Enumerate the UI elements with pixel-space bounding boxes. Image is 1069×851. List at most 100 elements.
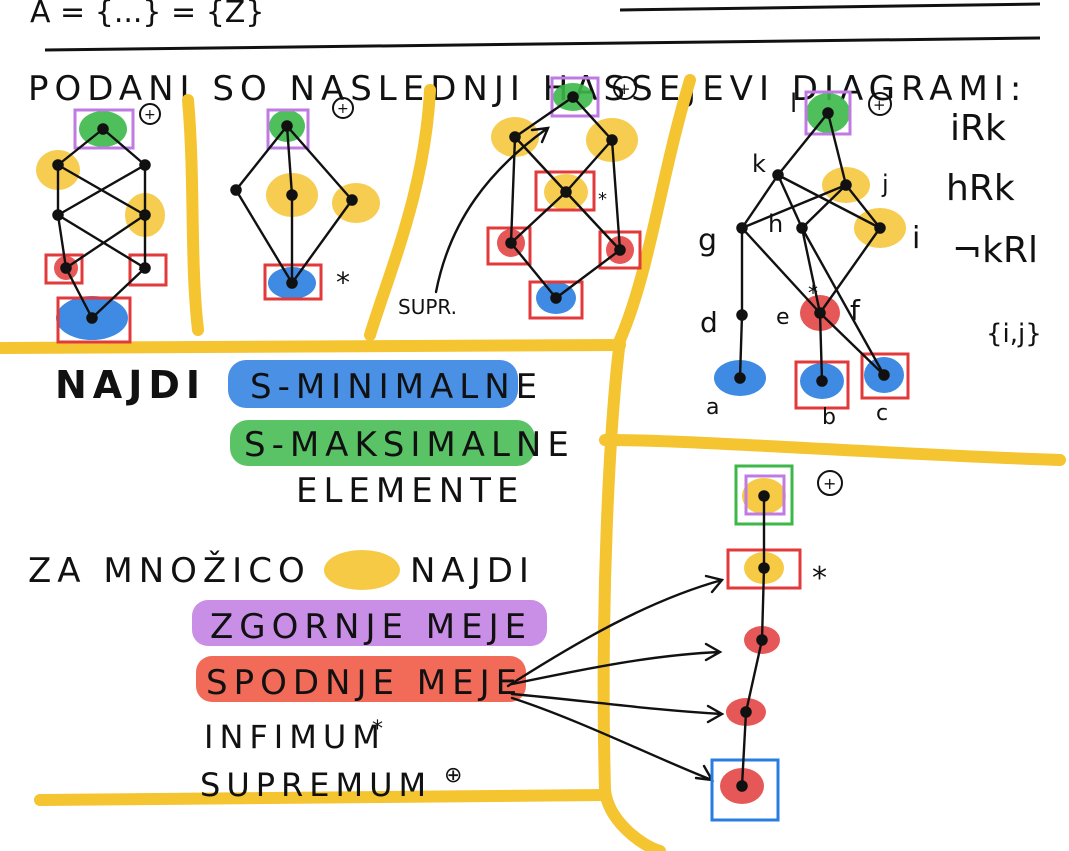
label-g: g bbox=[698, 223, 717, 258]
supr-arrow bbox=[434, 126, 550, 294]
infimum-star: * bbox=[138, 259, 148, 283]
infimum-star: * bbox=[812, 561, 827, 596]
node-c bbox=[878, 369, 890, 381]
node-k bbox=[772, 169, 784, 181]
node-b bbox=[816, 375, 828, 387]
hasse-diagram-2: + * bbox=[230, 97, 380, 301]
node bbox=[139, 159, 151, 171]
edges bbox=[56, 127, 147, 320]
infimum-star: * bbox=[598, 189, 607, 210]
node bbox=[52, 159, 64, 171]
edges bbox=[234, 124, 354, 285]
upper-bounds-text: ZGORNJE MEJE bbox=[210, 607, 532, 647]
node bbox=[86, 312, 98, 324]
node bbox=[614, 244, 626, 256]
node bbox=[230, 184, 242, 196]
divider-2 bbox=[364, 84, 436, 341]
node-a bbox=[734, 372, 746, 384]
arrow-to-bound-3 bbox=[510, 692, 725, 724]
arrow-to-bound-1 bbox=[506, 574, 725, 688]
infimum-text: INFIMUM bbox=[204, 718, 386, 756]
node-j bbox=[840, 179, 852, 191]
divider-1 bbox=[182, 94, 204, 336]
label-d: d bbox=[700, 306, 718, 339]
supremum-plus: + bbox=[823, 474, 836, 493]
divider-3 bbox=[614, 74, 696, 346]
lower-bound-box bbox=[486, 226, 532, 266]
supremum-mark bbox=[613, 76, 637, 100]
node bbox=[52, 209, 64, 221]
lower-bound-box bbox=[860, 352, 910, 400]
supremum-plus: + bbox=[873, 96, 886, 114]
maximal-text: S-MAKSIMALNE bbox=[244, 425, 575, 465]
node bbox=[756, 634, 768, 646]
legend: NAJDI S-MINIMALNE S-MAKSIMALNE ELEMENTE bbox=[55, 360, 575, 511]
node bbox=[505, 237, 517, 249]
supremum-mark bbox=[817, 470, 843, 496]
label-b: b bbox=[822, 405, 836, 430]
hasse-diagram-chain: + * bbox=[710, 464, 843, 822]
node bbox=[606, 134, 618, 146]
node bbox=[758, 562, 770, 574]
edges bbox=[738, 111, 886, 383]
node bbox=[550, 292, 562, 304]
relation-2: hRk bbox=[946, 168, 1015, 209]
lower-bound-box bbox=[56, 296, 132, 344]
node bbox=[281, 120, 293, 132]
find-label: NAJDI bbox=[55, 363, 206, 407]
lower-bound-box bbox=[128, 253, 168, 287]
label-c: c bbox=[876, 401, 888, 426]
elements-text: ELEMENTE bbox=[296, 471, 524, 511]
upper-bound-box bbox=[550, 76, 600, 118]
divider-vertical-middle bbox=[597, 334, 666, 851]
label-i: i bbox=[912, 221, 920, 256]
supremum-mark bbox=[332, 97, 354, 119]
node bbox=[286, 277, 298, 289]
label-k: k bbox=[752, 150, 766, 178]
supr-note: SUPR. bbox=[398, 295, 457, 319]
supremum-plus: + bbox=[618, 80, 631, 98]
relation-3: ¬kRl bbox=[952, 230, 1038, 271]
arrow-to-bound-2 bbox=[510, 642, 723, 686]
node-d bbox=[736, 309, 748, 321]
infimum-star: * bbox=[808, 281, 818, 305]
node-g bbox=[736, 222, 748, 234]
hasse-diagram-4: l k j i h g d e f a b c + * iRk hRk ¬kRl… bbox=[698, 89, 1042, 430]
node bbox=[567, 91, 579, 103]
top-rule bbox=[619, 2, 1041, 12]
top-fragment: A = {...} = {Z} bbox=[30, 0, 264, 30]
minimal-text: S-MINIMALNE bbox=[250, 367, 543, 407]
node bbox=[509, 131, 521, 143]
supremum-plus: + bbox=[337, 101, 349, 117]
supremum-mark bbox=[139, 103, 161, 125]
edges bbox=[509, 95, 622, 300]
min-box bbox=[710, 758, 780, 822]
node-i bbox=[874, 222, 886, 234]
supremum-mark bbox=[868, 92, 892, 116]
lower-bound-box bbox=[534, 170, 596, 212]
hasse-diagram-1: + * bbox=[36, 103, 168, 344]
lower-bounds-text: SPODNJE MEJE bbox=[206, 663, 523, 703]
divider-bottom bbox=[34, 789, 611, 806]
lower-bound-box bbox=[528, 280, 584, 320]
lower-bounds-highlight bbox=[196, 656, 526, 702]
label-a: a bbox=[706, 395, 719, 420]
upper-bounds-highlight bbox=[192, 600, 547, 646]
node bbox=[346, 194, 358, 206]
find-text: NAJDI bbox=[410, 551, 535, 591]
label-e: e bbox=[776, 305, 790, 330]
node-h bbox=[796, 222, 808, 234]
divider-horizontal-right bbox=[599, 434, 1066, 466]
task: ZA MNOŽICO NAJDI ZGORNJE MEJE SPODNJE ME… bbox=[28, 550, 725, 804]
supremum-mark: ⊕ bbox=[444, 763, 462, 788]
node-l bbox=[822, 107, 834, 119]
intro-rule bbox=[44, 36, 1041, 52]
node bbox=[97, 123, 109, 135]
label-l: l bbox=[790, 89, 797, 119]
maximal-highlight bbox=[230, 420, 535, 466]
set-note: {i,j} bbox=[986, 319, 1042, 349]
node bbox=[560, 186, 572, 198]
label-j: j bbox=[881, 170, 889, 198]
infimum-star: * bbox=[336, 266, 350, 299]
